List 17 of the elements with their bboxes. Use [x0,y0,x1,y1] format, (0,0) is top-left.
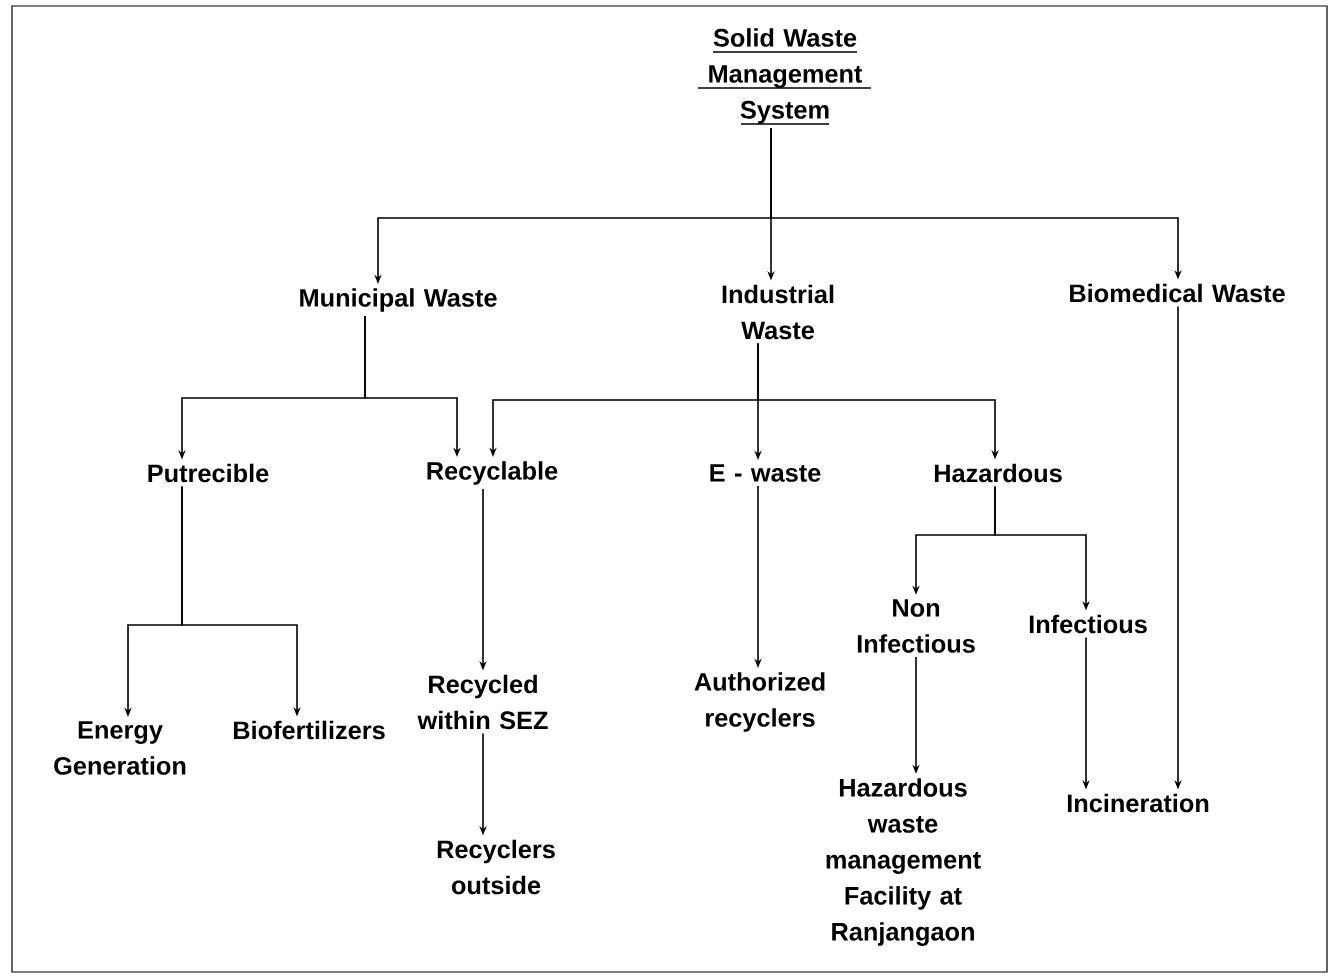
category-label: Hazardous waste management Facility at Ranjangaon [826,778,981,946]
category-label: Infectious [1029,614,1147,634]
category-label: Hazardous [934,463,1062,483]
category-label: Recyclers outside [437,839,555,895]
category-label: Biofertilizers [233,720,385,740]
category-label: Biomedical Waste [1070,283,1285,303]
heading-text: Solid Waste Management System [697,28,872,125]
category-label: Energy Generation [54,721,186,775]
category-label: Non Infectious [857,599,975,653]
category-label: Municipal Waste [300,288,497,312]
category-label: Putrecible [148,463,269,483]
category-label: Recycled within SEZ [417,674,548,730]
category-label: E - waste [710,464,821,482]
category-label: Authorized recyclers [694,672,825,732]
category-label: Recyclable [427,461,558,485]
category-label: Incineration [1067,793,1209,813]
category-label: Industrial Waste [722,284,834,340]
